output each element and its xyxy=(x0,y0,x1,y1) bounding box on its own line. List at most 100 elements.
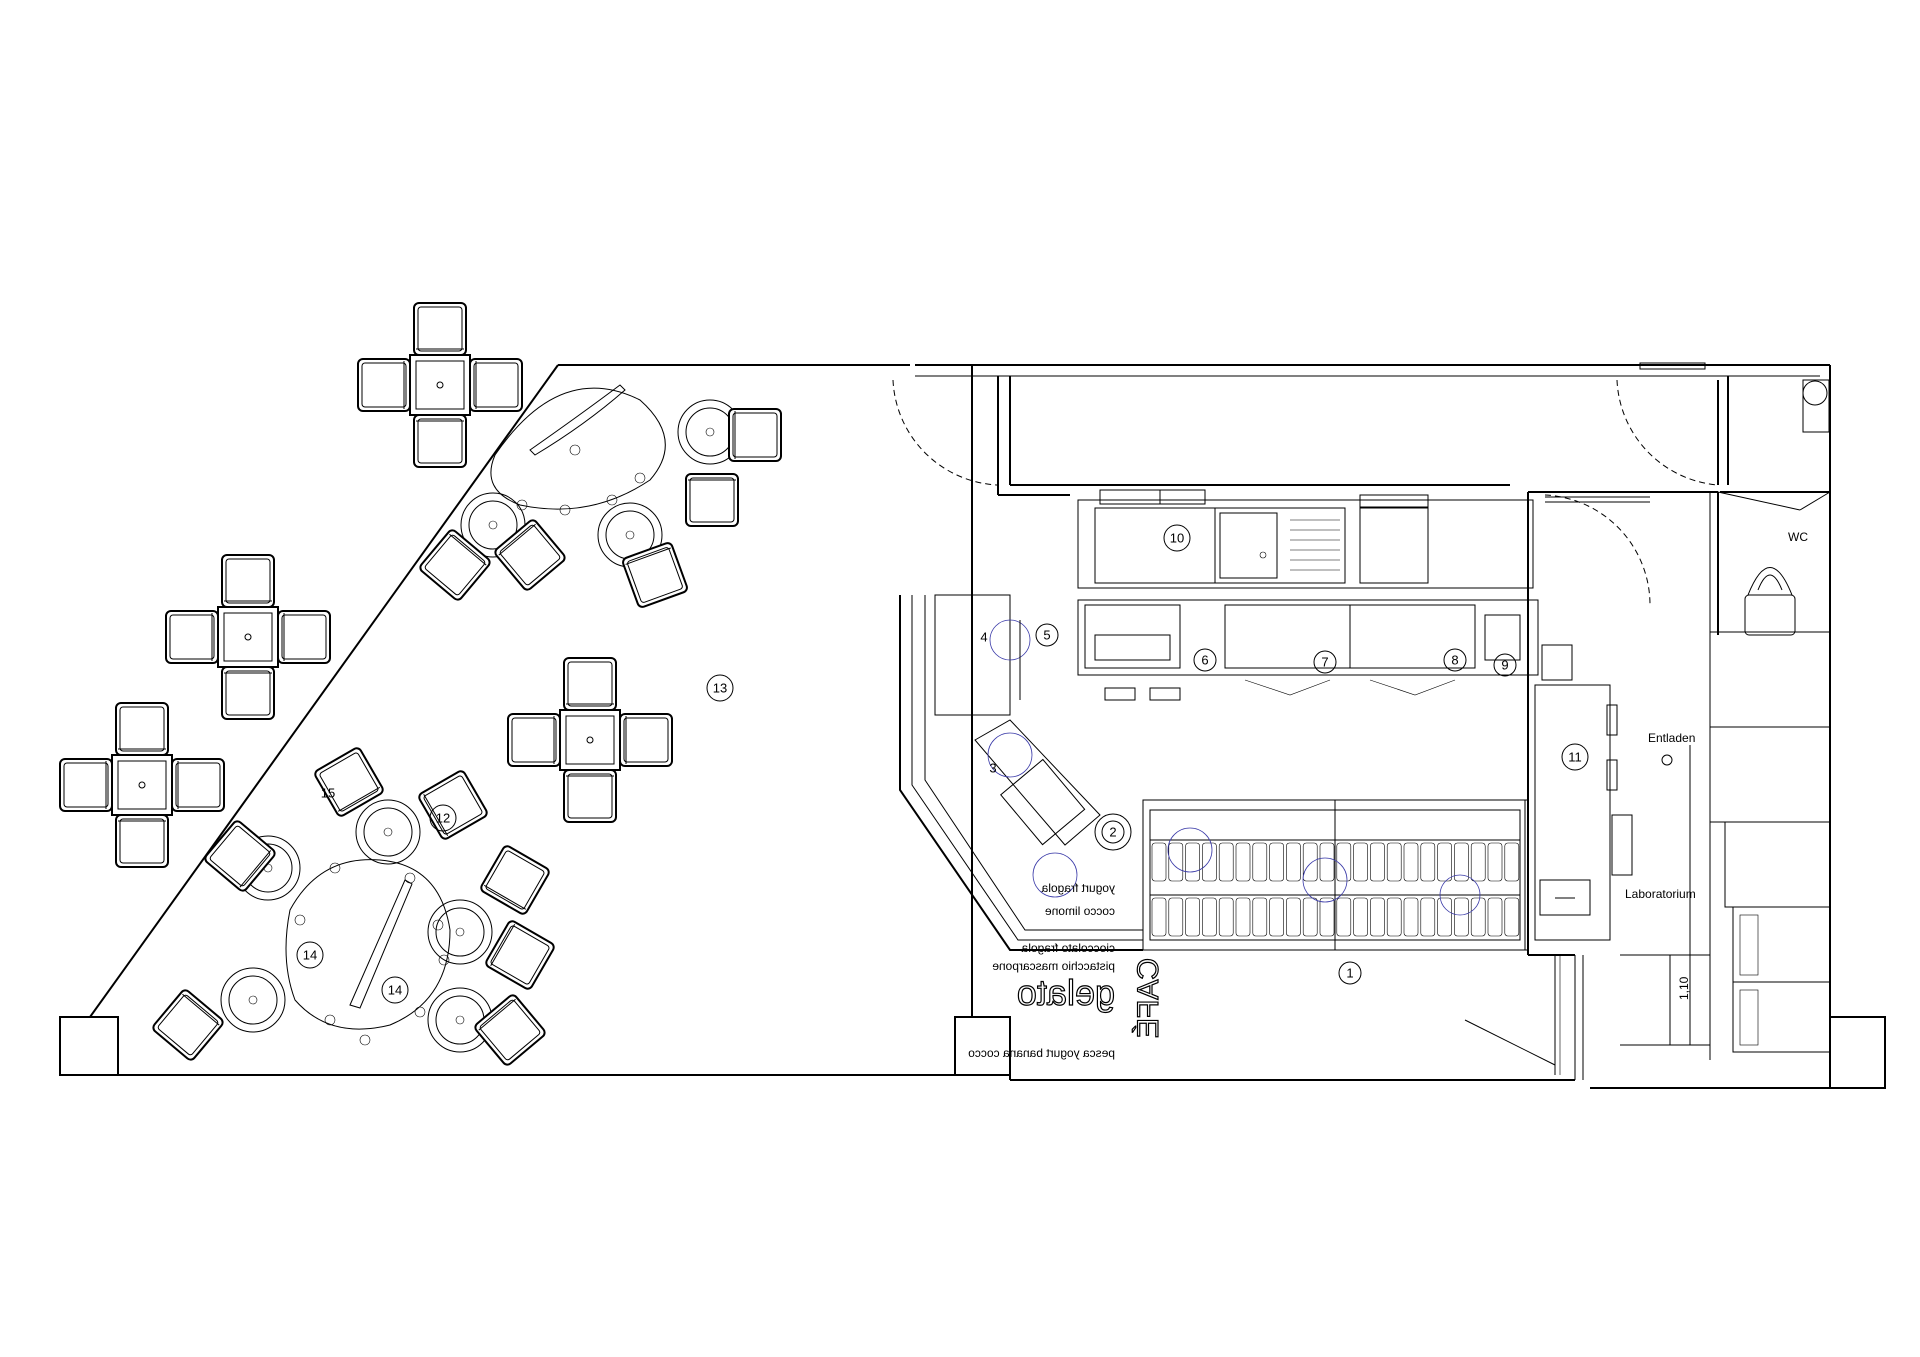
chair xyxy=(115,702,169,756)
flavor-lettering: yogurt fragola cocco limone cioccolato f… xyxy=(968,881,1116,1060)
chair xyxy=(221,666,275,720)
gelato-pan xyxy=(1235,842,1251,882)
chair xyxy=(507,713,561,767)
square-table xyxy=(409,354,471,416)
gelato-pan xyxy=(1185,842,1200,882)
chair xyxy=(204,820,276,892)
gelato-pan xyxy=(1218,897,1234,937)
gelato-pan xyxy=(1336,842,1352,882)
entrance-area xyxy=(1464,955,1561,1075)
gelato-pan xyxy=(1336,897,1352,937)
gelato-pan xyxy=(1487,897,1503,937)
gelato-pan xyxy=(1386,897,1402,937)
gelato-pan xyxy=(1353,842,1368,882)
svg-text:9: 9 xyxy=(1501,658,1508,673)
gelato-pan xyxy=(1437,897,1452,937)
gelato-pan xyxy=(1235,897,1251,937)
entladen-label: Entladen xyxy=(1648,731,1695,745)
square-table-set xyxy=(357,302,523,468)
marker-1: 1 xyxy=(1338,961,1362,985)
gelato-pans xyxy=(1151,842,1520,937)
lab-counter: Entladen Laboratorium 1,10 xyxy=(1534,684,1698,1046)
gelato-pan xyxy=(1302,897,1318,937)
stool xyxy=(606,494,618,506)
gelato-pan xyxy=(1252,842,1268,882)
gelato-pan xyxy=(1269,842,1284,882)
square-table-set xyxy=(507,657,673,823)
marker-11: 11 xyxy=(1561,743,1589,771)
round-table xyxy=(220,967,286,1033)
stool xyxy=(414,1006,426,1018)
square-table xyxy=(111,754,173,816)
chair xyxy=(619,713,673,767)
round-table xyxy=(427,899,493,965)
marker-7: 7 xyxy=(1313,650,1337,674)
svg-text:8: 8 xyxy=(1451,653,1458,668)
storage-shelves xyxy=(1709,631,1831,1053)
wc-label: WC xyxy=(1788,530,1808,544)
gelato-pan xyxy=(1487,842,1503,882)
square-table-set xyxy=(165,554,331,720)
flavor-row-1: yogurt fragola xyxy=(1041,881,1115,895)
chair xyxy=(474,994,546,1066)
gelato-pan xyxy=(1470,842,1486,882)
marker-6: 6 xyxy=(1193,648,1217,672)
stool xyxy=(324,1014,336,1026)
svg-text:5: 5 xyxy=(1043,628,1050,643)
svg-text:3: 3 xyxy=(989,761,996,776)
gelato-pan xyxy=(1437,842,1452,882)
back-cabinets xyxy=(1077,599,1573,701)
chair xyxy=(314,747,384,817)
gelato-pan xyxy=(1370,897,1385,937)
square-table xyxy=(217,606,279,668)
gelato-pan xyxy=(1185,897,1200,937)
gelato-pan xyxy=(1504,897,1520,937)
gelato-logo-text: gelato xyxy=(1017,972,1115,1013)
svg-text:4: 4 xyxy=(980,630,987,645)
item-number-markers: 1 2 3 4 5 6 7 8 9 10 11 12 13 14 14 15 xyxy=(296,524,1589,1004)
gelato-pan xyxy=(1168,842,1184,882)
marker-12: 12 xyxy=(429,804,457,832)
chair xyxy=(357,358,411,412)
svg-text:10: 10 xyxy=(1170,531,1184,546)
gelato-pan xyxy=(1504,842,1520,882)
gelato-pan xyxy=(1420,842,1436,882)
gelato-pan xyxy=(1470,897,1486,937)
gelato-pan xyxy=(1454,842,1469,882)
door-swings xyxy=(892,362,1719,606)
stool xyxy=(359,1034,371,1046)
dimension-label: 1,10 xyxy=(1677,976,1691,1000)
svg-text:15: 15 xyxy=(321,786,335,801)
oval-table xyxy=(285,859,451,1030)
flavor-row-2: cocco limone xyxy=(1045,904,1115,918)
gelato-pan xyxy=(1286,897,1301,937)
chair xyxy=(563,657,617,711)
svg-text:6: 6 xyxy=(1201,653,1208,668)
svg-text:14: 14 xyxy=(388,983,402,998)
chair xyxy=(485,920,555,990)
flavor-row-5: pesca yogurt banana cocco xyxy=(968,1046,1115,1060)
stool xyxy=(438,954,450,966)
chair xyxy=(171,758,225,812)
gelato-pan xyxy=(1403,897,1419,937)
chair xyxy=(418,770,488,840)
chair xyxy=(165,610,219,664)
marker-13: 13 xyxy=(706,674,734,702)
gelato-pan xyxy=(1168,897,1184,937)
chair xyxy=(563,769,617,823)
stool xyxy=(559,504,571,516)
laboratorium-label: Laboratorium xyxy=(1625,887,1696,901)
gelato-pan xyxy=(1319,897,1335,937)
chair xyxy=(152,989,224,1061)
chair xyxy=(115,814,169,868)
svg-text:12: 12 xyxy=(436,811,450,826)
marker-8: 8 xyxy=(1443,648,1467,672)
stool xyxy=(516,499,528,511)
marker-5: 5 xyxy=(1035,623,1059,647)
stool xyxy=(569,444,581,456)
gelato-pan xyxy=(1386,842,1402,882)
chair xyxy=(59,758,113,812)
svg-text:13: 13 xyxy=(713,681,727,696)
gelato-pan xyxy=(1302,842,1318,882)
